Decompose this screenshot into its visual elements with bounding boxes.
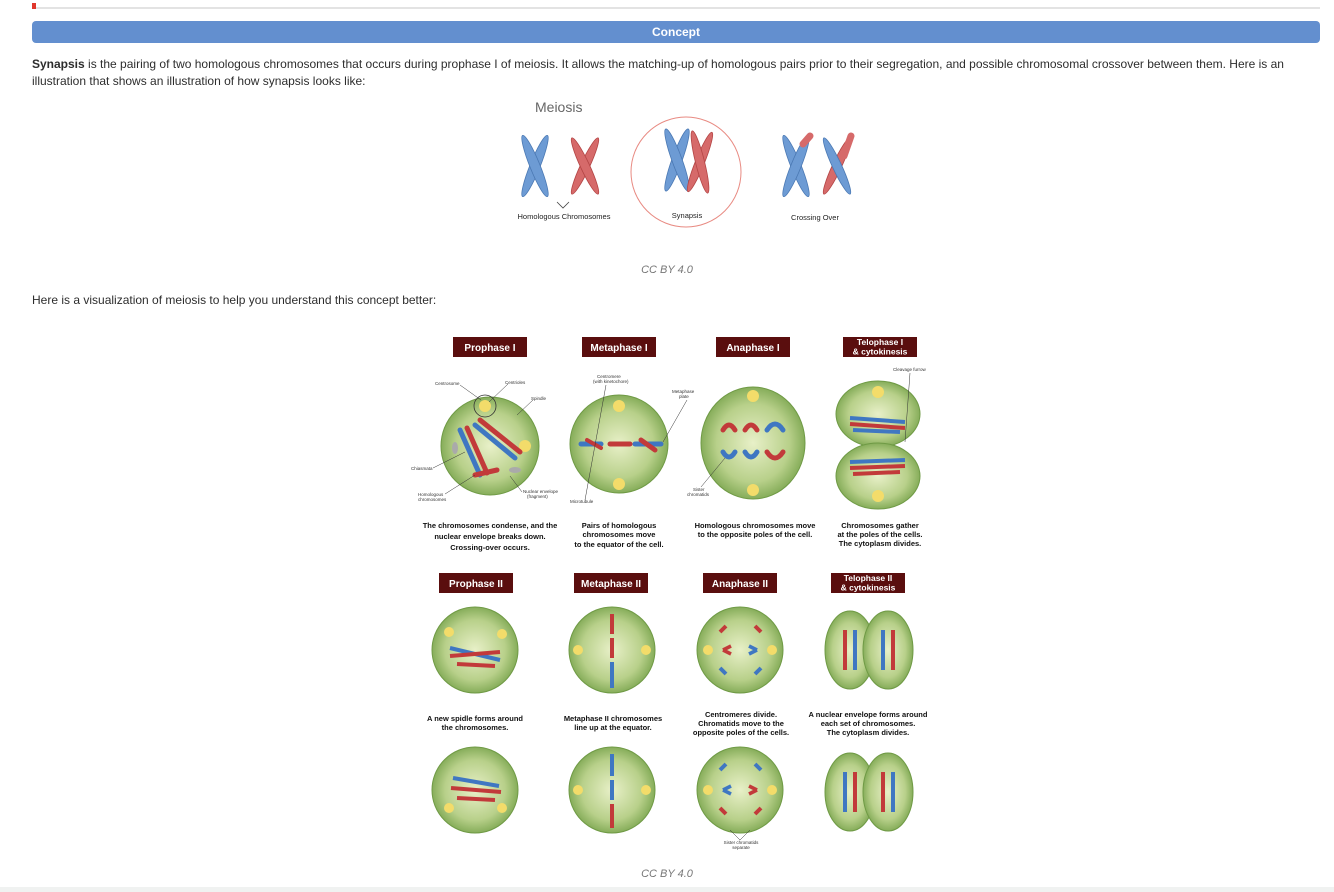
descriptions-row2: A new spidle forms around the chromosome… (427, 710, 928, 737)
svg-text:Homologous chromosomes move: Homologous chromosomes move (695, 521, 816, 530)
cell-telophase-i (836, 381, 920, 509)
svg-text:Prophase II: Prophase II (449, 579, 503, 590)
svg-text:& cytokinesis: & cytokinesis (853, 347, 908, 357)
descriptions-row1: The chromosomes condense, and the nuclea… (423, 521, 923, 552)
stage-title-prophase-ii: Prophase II (439, 573, 513, 593)
stage-title-anaphase-ii: Anaphase II (703, 573, 777, 593)
bottom-divider (0, 887, 1334, 892)
svg-text:Anaphase I: Anaphase I (726, 343, 780, 354)
svg-text:Centrioles: Centrioles (505, 380, 526, 385)
figure2-caption: CC BY 4.0 (0, 868, 1334, 880)
stage-title-metaphase-i: Metaphase I (582, 337, 656, 357)
svg-text:Telophase I: Telophase I (857, 337, 903, 347)
cell-telophase-ii-b (825, 753, 913, 831)
svg-text:A new spidle forms around: A new spidle forms around (427, 714, 523, 723)
svg-text:Cleavage furrow: Cleavage furrow (893, 367, 927, 372)
synapsis-paragraph: Synapsis is the pairing of two homologou… (32, 56, 1322, 89)
label-synapsis: Synapsis (672, 211, 703, 220)
stage-title-anaphase-i: Anaphase I (716, 337, 790, 357)
cell-anaphase-ii-a (697, 607, 783, 693)
progress-bar (32, 3, 1320, 9)
svg-text:Metaphase II: Metaphase II (581, 579, 641, 590)
annotation-sister-separate: Sister chromatids separate (724, 840, 760, 850)
svg-text:The cytoplasm divides.: The cytoplasm divides. (839, 539, 922, 548)
synapsis-graphic (661, 127, 716, 194)
svg-text:Centrosome: Centrosome (435, 381, 460, 386)
cell-prophase-i (441, 395, 539, 495)
stage-title-telophase-ii: Telophase II & cytokinesis (831, 573, 905, 593)
svg-text:Pairs of homologous: Pairs of homologous (582, 521, 657, 530)
svg-text:at the poles of the cells.: at the poles of the cells. (837, 530, 922, 539)
synapsis-term: Synapsis (32, 57, 85, 71)
svg-text:The chromosomes condense, and: The chromosomes condense, and the (423, 521, 558, 530)
figure-title: Meiosis (535, 99, 582, 115)
cell-telophase-ii-a (825, 611, 913, 689)
concept-header: Concept (32, 21, 1320, 43)
cell-prophase-ii-a (432, 607, 518, 693)
crossing-over-graphic (779, 134, 854, 199)
svg-text:separate: separate (732, 845, 750, 850)
cell-anaphase-ii-b (697, 747, 783, 840)
svg-text:Telophase II: Telophase II (844, 573, 893, 583)
figure1-caption: CC BY 4.0 (0, 264, 1334, 276)
cell-metaphase-ii-b (569, 747, 655, 833)
visualization-intro: Here is a visualization of meiosis to he… (32, 292, 1322, 309)
stage-title-telophase-i: Telophase I & cytokinesis (843, 337, 917, 357)
meiosis-stages-illustration: Prophase I Metaphase I Anaphase I Teloph… (405, 330, 945, 855)
svg-text:Microtubule: Microtubule (570, 499, 594, 504)
stage-title-prophase-i: Prophase I (453, 337, 527, 357)
meiosis-synapsis-illustration: Meiosis Homologous Chromosomes Synapsis … (505, 96, 865, 236)
svg-text:to the equator of the cell.: to the equator of the cell. (574, 540, 663, 549)
label-crossing-over: Crossing Over (791, 213, 839, 222)
svg-text:& cytokinesis: & cytokinesis (841, 583, 896, 593)
svg-text:chromosomes move: chromosomes move (583, 530, 656, 539)
svg-text:Prophase I: Prophase I (464, 343, 515, 354)
svg-text:nuclear envelope breaks down.: nuclear envelope breaks down. (434, 532, 545, 541)
svg-text:the chromosomes.: the chromosomes. (442, 723, 509, 732)
svg-text:Chromosomes gather: Chromosomes gather (841, 521, 919, 530)
svg-text:A nuclear envelope forms aroun: A nuclear envelope forms around (809, 710, 928, 719)
svg-text:The cytoplasm divides.: The cytoplasm divides. (827, 728, 910, 737)
stage-title-metaphase-ii: Metaphase II (574, 573, 648, 593)
svg-text:opposite poles of the cells.: opposite poles of the cells. (693, 728, 789, 737)
svg-text:to the opposite poles of the c: to the opposite poles of the cell. (698, 530, 813, 539)
svg-text:Chiasmata: Chiasmata (411, 466, 433, 471)
svg-text:Chromatids move to the: Chromatids move to the (698, 719, 784, 728)
svg-text:each set of chromosomes.: each set of chromosomes. (821, 719, 916, 728)
svg-text:Spindle: Spindle (531, 396, 547, 401)
svg-text:Crossing-over occurs.: Crossing-over occurs. (450, 543, 530, 552)
svg-text:Metaphase II chromosomes: Metaphase II chromosomes (564, 714, 662, 723)
progress-marker (32, 3, 36, 9)
label-homologous: Homologous Chromosomes (518, 212, 611, 221)
svg-text:Centromeres divide.: Centromeres divide. (705, 710, 777, 719)
cell-metaphase-ii-a (569, 607, 655, 693)
svg-text:plate: plate (679, 394, 689, 399)
svg-text:Anaphase II: Anaphase II (712, 579, 768, 590)
svg-text:Metaphase I: Metaphase I (590, 343, 647, 354)
synapsis-definition: is the pairing of two homologous chromos… (32, 57, 1284, 88)
cell-metaphase-i (570, 395, 668, 493)
svg-text:chromatids: chromatids (687, 492, 710, 497)
cell-anaphase-i (701, 387, 805, 499)
svg-text:(fragment): (fragment) (527, 494, 548, 499)
homologous-chromosomes-graphic (518, 134, 602, 208)
svg-text:(with kinetochore): (with kinetochore) (593, 379, 629, 384)
cell-prophase-ii-b (432, 747, 518, 833)
svg-text:chromosomes: chromosomes (418, 497, 447, 502)
svg-text:line up at the equator.: line up at the equator. (574, 723, 652, 732)
